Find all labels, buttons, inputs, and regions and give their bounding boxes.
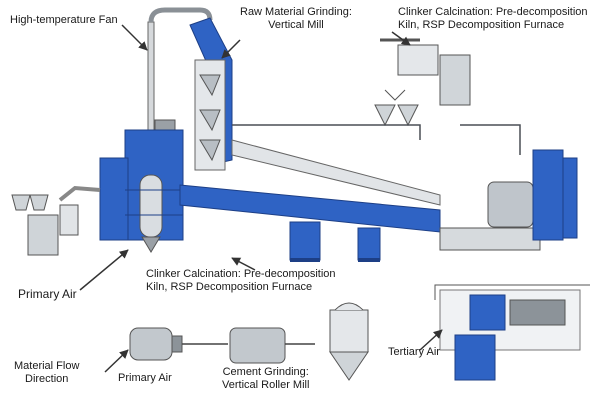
cooler-icon <box>439 149 578 251</box>
clinker-mid-line1: Clinker Calcination: Pre-decomposition <box>146 268 336 280</box>
clinker-top-label: Clinker Calcination: Pre-decomposition K… <box>398 6 588 31</box>
clinker-mid-label: Clinker Calcination: Pre-decomposition K… <box>146 268 336 293</box>
cement-line1: Cement Grinding: <box>222 366 309 378</box>
raw-mill-line1: Raw Material Grinding: <box>240 6 352 18</box>
material-flow-label: Material Flow Direction <box>14 360 79 385</box>
tertiary-air-label: Tertiary Air <box>388 346 440 358</box>
lower-plant-icon <box>434 284 590 381</box>
clinker-top-line2: Kiln, RSP Decomposition Furnace <box>398 18 565 31</box>
material-flow-line2: Direction <box>25 372 69 385</box>
fan-label: High-temperature Fan <box>10 14 118 26</box>
material-flow-line1: Material Flow <box>14 360 80 372</box>
primary-air-left-label: Primary Air <box>18 287 77 301</box>
raw-mill-label: Raw Material Grinding: Vertical Mill <box>240 6 352 31</box>
raw-feed-icon <box>11 185 101 256</box>
primary-air-bottom-label: Primary Air <box>118 372 172 384</box>
clinker-top-line1: Clinker Calcination: Pre-decomposition <box>398 6 588 18</box>
cement-line2: Vertical Roller Mill <box>222 378 310 391</box>
calciner-top-icon <box>374 38 471 127</box>
vertical-mill-icon <box>189 17 233 171</box>
cement-label: Cement Grinding: Vertical Roller Mill <box>222 366 309 391</box>
rotary-kiln-icon <box>179 184 441 262</box>
raw-mill-line2: Vertical Mill <box>268 18 324 31</box>
bottom-flow <box>129 302 369 381</box>
clinker-mid-line2: Kiln, RSP Decomposition Furnace <box>146 280 313 293</box>
cyclone-preheater-icon <box>99 129 184 253</box>
